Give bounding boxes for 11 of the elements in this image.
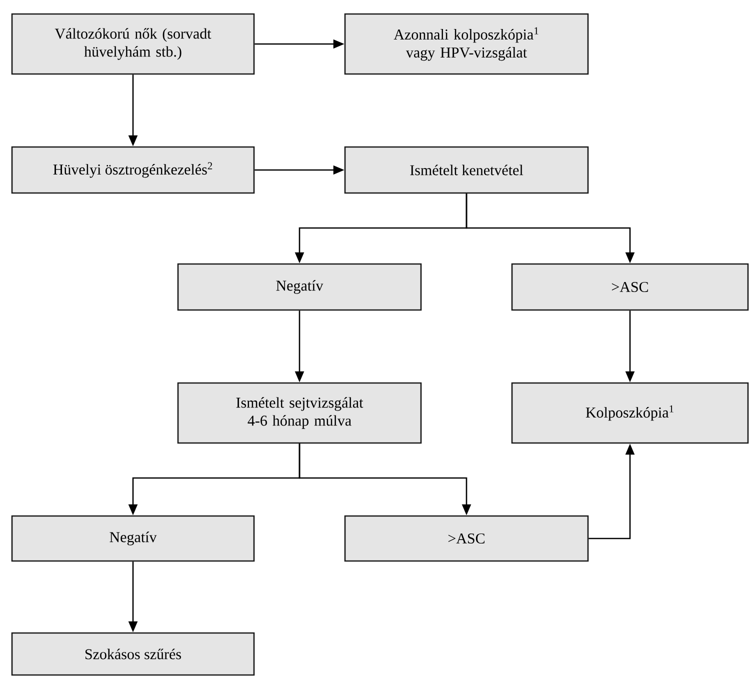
- process-box: >ASC: [511, 263, 749, 311]
- process-box: Negatív: [11, 515, 255, 562]
- process-box: Kolposzkópia$^{1}$: [511, 382, 749, 444]
- process-box: >ASC: [344, 515, 589, 562]
- process-box: Azonnali kolposzkópia$^{1}$ vagy HPV-vizsgálat: [344, 13, 589, 75]
- process-box: Negatív: [177, 263, 422, 311]
- process-box: Ismételt sejtvizsgálat 4-6 hónap múlva: [177, 382, 422, 444]
- process-box: Változókorú nők (sorvadt hüvelyhám stb.): [11, 13, 255, 75]
- process-box: Ismételt kenetvétel: [344, 146, 589, 194]
- process-box: Szokásos szűrés: [11, 632, 255, 676]
- process-box: Hüvelyi ösztrogénkezelés$^{2}$: [11, 146, 255, 194]
